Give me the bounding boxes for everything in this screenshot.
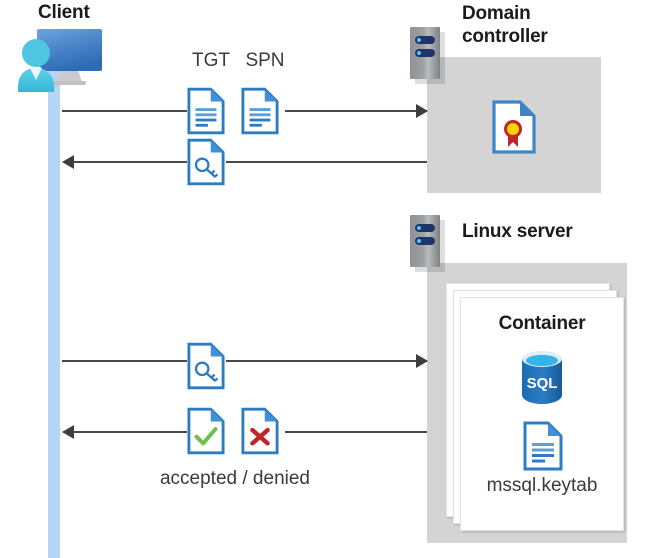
- denied-document-cross-icon: [241, 407, 279, 455]
- sql-database-icon: SQL: [516, 348, 568, 406]
- document-lines-icon: [523, 421, 563, 471]
- linux-server-label: Linux server: [462, 220, 652, 243]
- container-title: Container: [461, 312, 623, 335]
- rack-bar: [415, 49, 435, 57]
- tgt-label-text: TGT: [192, 50, 230, 71]
- tgt-label: TGT: [184, 50, 238, 72]
- spn-label: SPN: [238, 50, 292, 72]
- domain-controller-rack: [410, 27, 446, 85]
- certificate-document-icon: [492, 100, 536, 154]
- rack-bar: [415, 237, 435, 245]
- rack-led: [417, 239, 421, 243]
- arrowhead-right-icon: [416, 354, 428, 368]
- rack-led: [417, 226, 421, 230]
- flow-line-segment: [226, 161, 427, 163]
- tgt-document-lines-icon: [187, 87, 225, 135]
- arrowhead-right-icon: [416, 104, 428, 118]
- flow-line-segment: [62, 110, 187, 112]
- svg-text:SQL: SQL: [527, 375, 558, 392]
- arrowhead-left-icon: [62, 155, 74, 169]
- keytab-filename: mssql.keytab: [461, 475, 623, 497]
- rack-led: [417, 51, 421, 55]
- flow-line-segment: [62, 360, 187, 362]
- auth-result-caption: accepted / denied: [90, 468, 380, 490]
- spn-label-text: SPN: [245, 50, 285, 71]
- auth-document-key-icon: [187, 342, 225, 390]
- rack-led: [417, 38, 421, 42]
- linux-server-rack: [410, 215, 446, 273]
- client-lifeline: [48, 60, 60, 558]
- auth-result-caption-text: accepted / denied: [159, 468, 310, 489]
- ticket-document-key-icon: [187, 138, 225, 186]
- rack-bar: [415, 224, 435, 232]
- client-label: Client: [38, 1, 168, 24]
- container-title-text: Container: [498, 313, 586, 334]
- keytab-filename-text: mssql.keytab: [486, 475, 598, 496]
- flow-line-segment: [73, 161, 187, 163]
- container-card: Container SQL: [460, 297, 624, 531]
- spn-document-lines-icon: [241, 87, 279, 135]
- flow-line-segment: [285, 431, 427, 433]
- server-rack-icon: [410, 27, 440, 79]
- flow-line-segment: [226, 360, 427, 362]
- linux-server-label-text: Linux server: [462, 221, 573, 242]
- domain-controller-label: Domain controller: [462, 2, 642, 48]
- domain-controller-label-text: Domain controller: [462, 3, 548, 47]
- client-label-text: Client: [38, 2, 90, 23]
- user-monitor-icon: [8, 24, 116, 92]
- flow-line-segment: [285, 110, 427, 112]
- accepted-document-check-icon: [187, 407, 225, 455]
- server-rack-icon: [410, 215, 440, 267]
- rack-bar: [415, 36, 435, 44]
- arrowhead-left-icon: [62, 425, 74, 439]
- flow-line-segment: [73, 431, 187, 433]
